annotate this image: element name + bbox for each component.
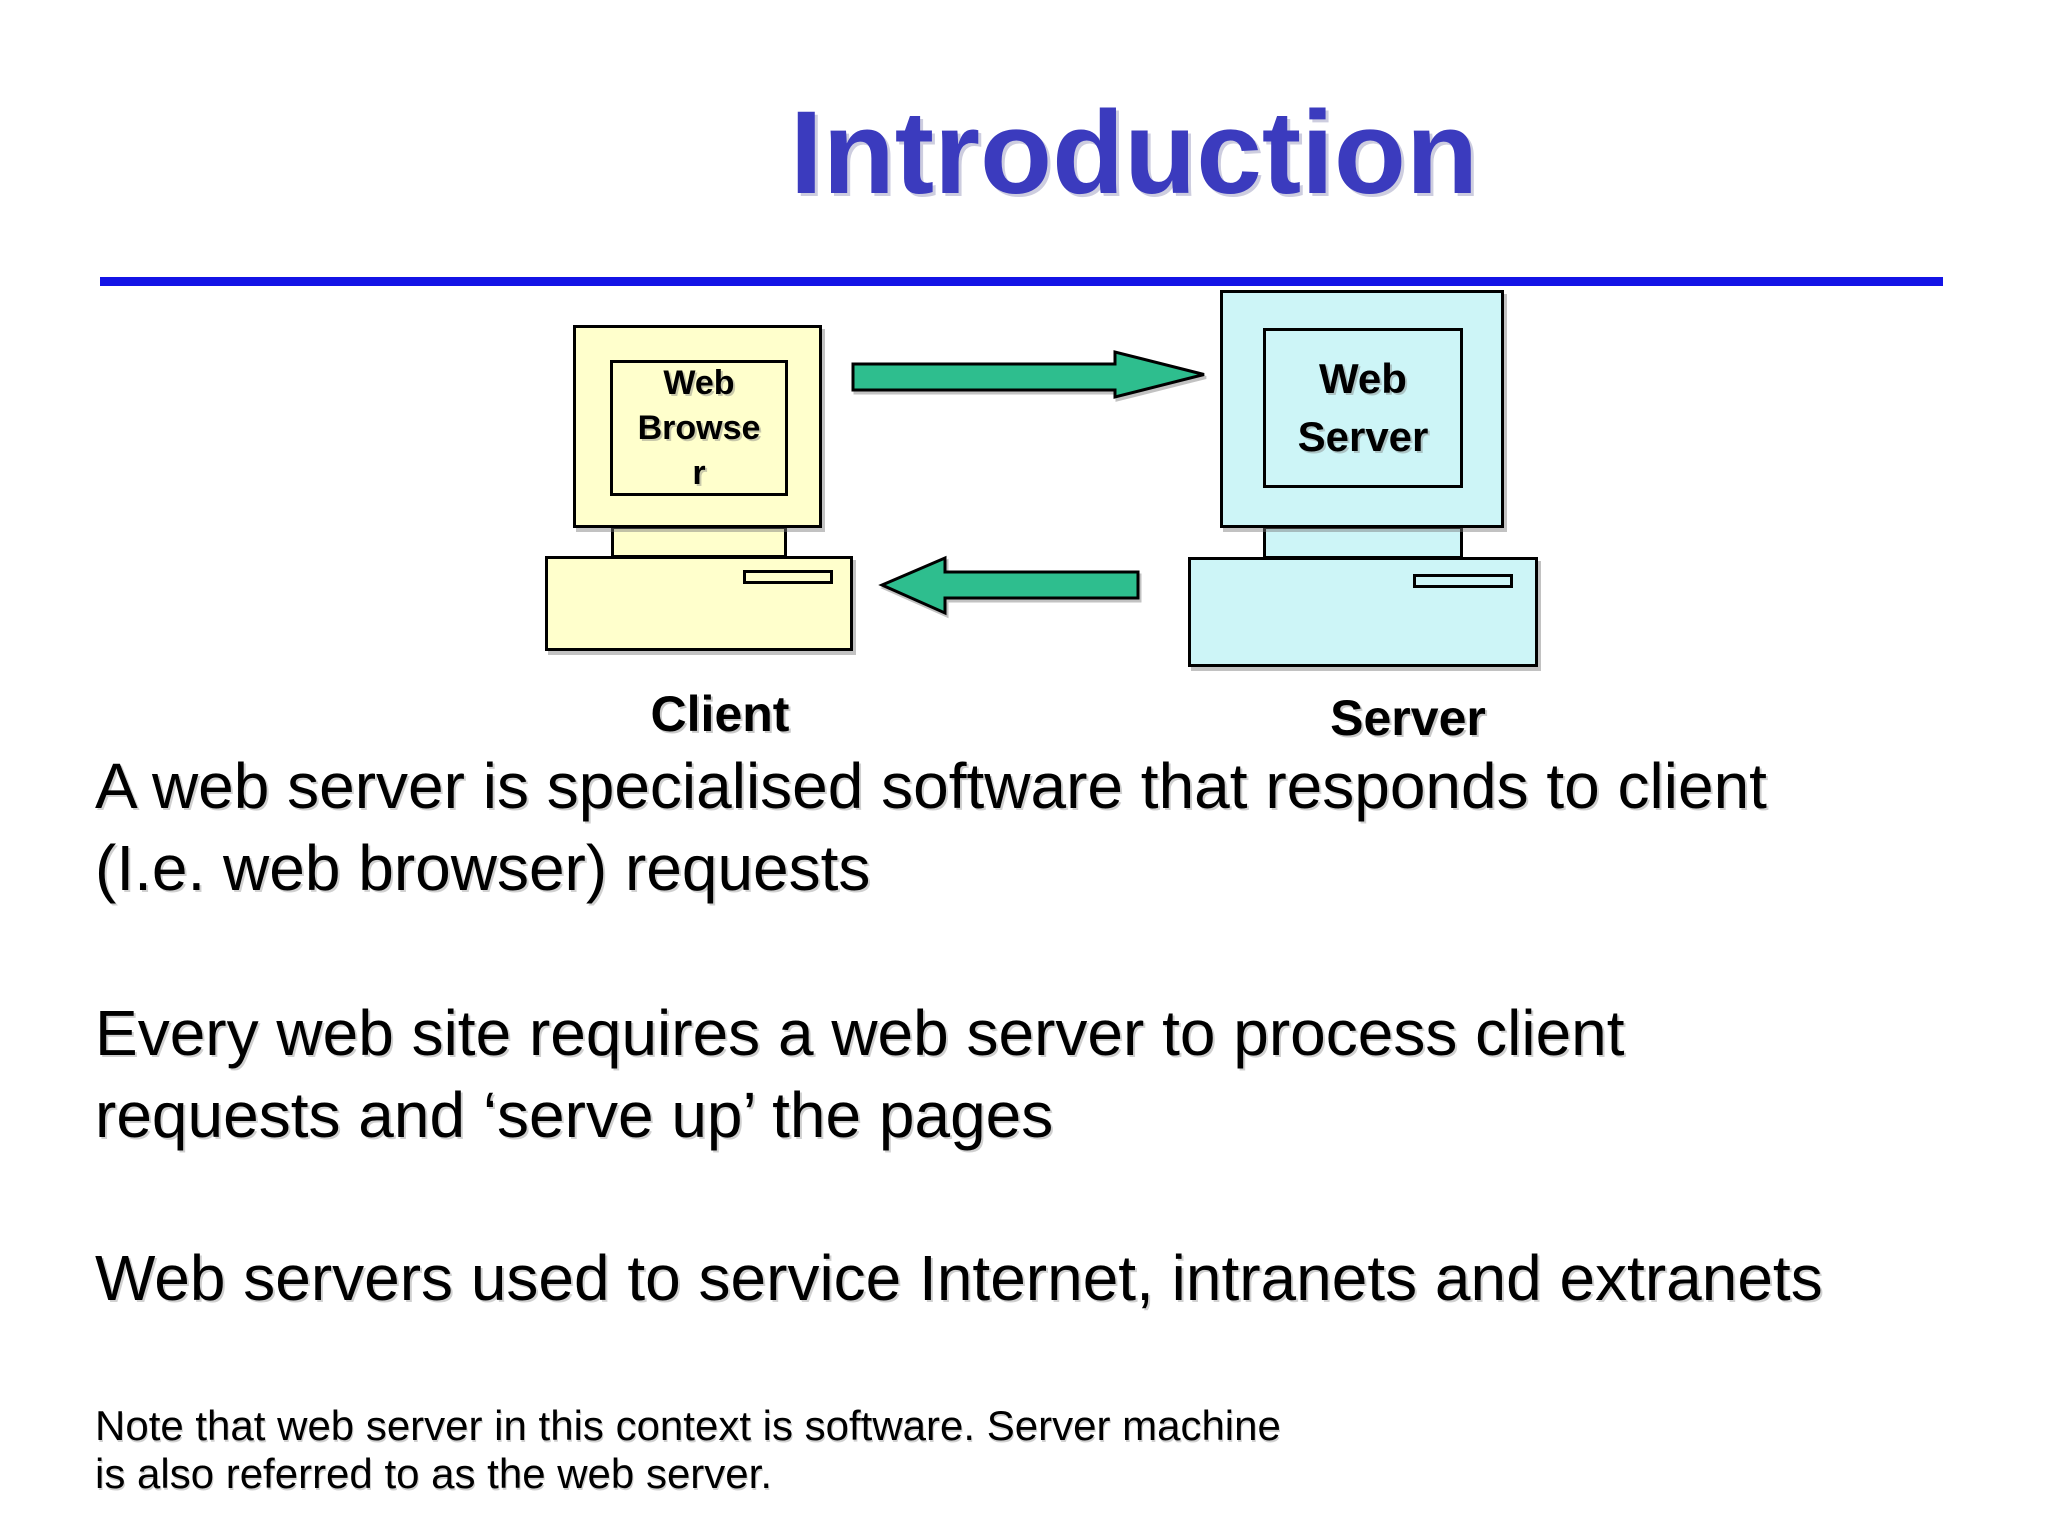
title-underline-rule xyxy=(100,277,1943,286)
response-arrow-icon xyxy=(878,555,1140,616)
body-text-line: A web server is specialised software tha… xyxy=(95,750,1767,822)
body-paragraph-3: Web servers used to service Internet, in… xyxy=(95,1237,1823,1319)
server-screen-label: Web xyxy=(1319,355,1407,402)
server-screen-label: Server xyxy=(1297,413,1429,460)
client-screen-label: Web xyxy=(663,363,735,402)
client-monitor-neck xyxy=(611,526,787,558)
server-monitor-neck xyxy=(1263,526,1463,559)
body-text-line: (I.e. web browser) requests xyxy=(95,832,871,904)
footnote-line: Note that web server in this context is … xyxy=(95,1402,1281,1449)
client-screen: Web Browse r xyxy=(610,360,788,496)
body-text-line: Web servers used to service Internet, in… xyxy=(95,1242,1823,1314)
footnote: Note that web server in this context is … xyxy=(95,1402,1281,1498)
request-arrow-shape xyxy=(851,350,1205,399)
body-paragraph-2: Every web site requires a web server to … xyxy=(95,992,1625,1156)
request-arrow-icon xyxy=(851,350,1205,399)
client-screen-label: r xyxy=(692,453,706,492)
response-arrow-shape xyxy=(878,555,1140,616)
footnote-line: is also referred to as the web server. xyxy=(95,1450,772,1497)
server-floppy-slot-icon xyxy=(1413,574,1513,588)
page-title: Introduction xyxy=(789,87,1479,219)
body-text-line: requests and ‘serve up’ the pages xyxy=(95,1079,1054,1151)
server-screen: Web Server xyxy=(1263,328,1463,488)
client-label: Client xyxy=(650,686,790,742)
client-floppy-slot-icon xyxy=(743,570,833,584)
body-paragraph-1: A web server is specialised software tha… xyxy=(95,745,1767,909)
client-screen-label: Browse xyxy=(637,408,761,447)
body-text-line: Every web site requires a web server to … xyxy=(95,997,1625,1069)
server-label: Server xyxy=(1330,690,1486,746)
